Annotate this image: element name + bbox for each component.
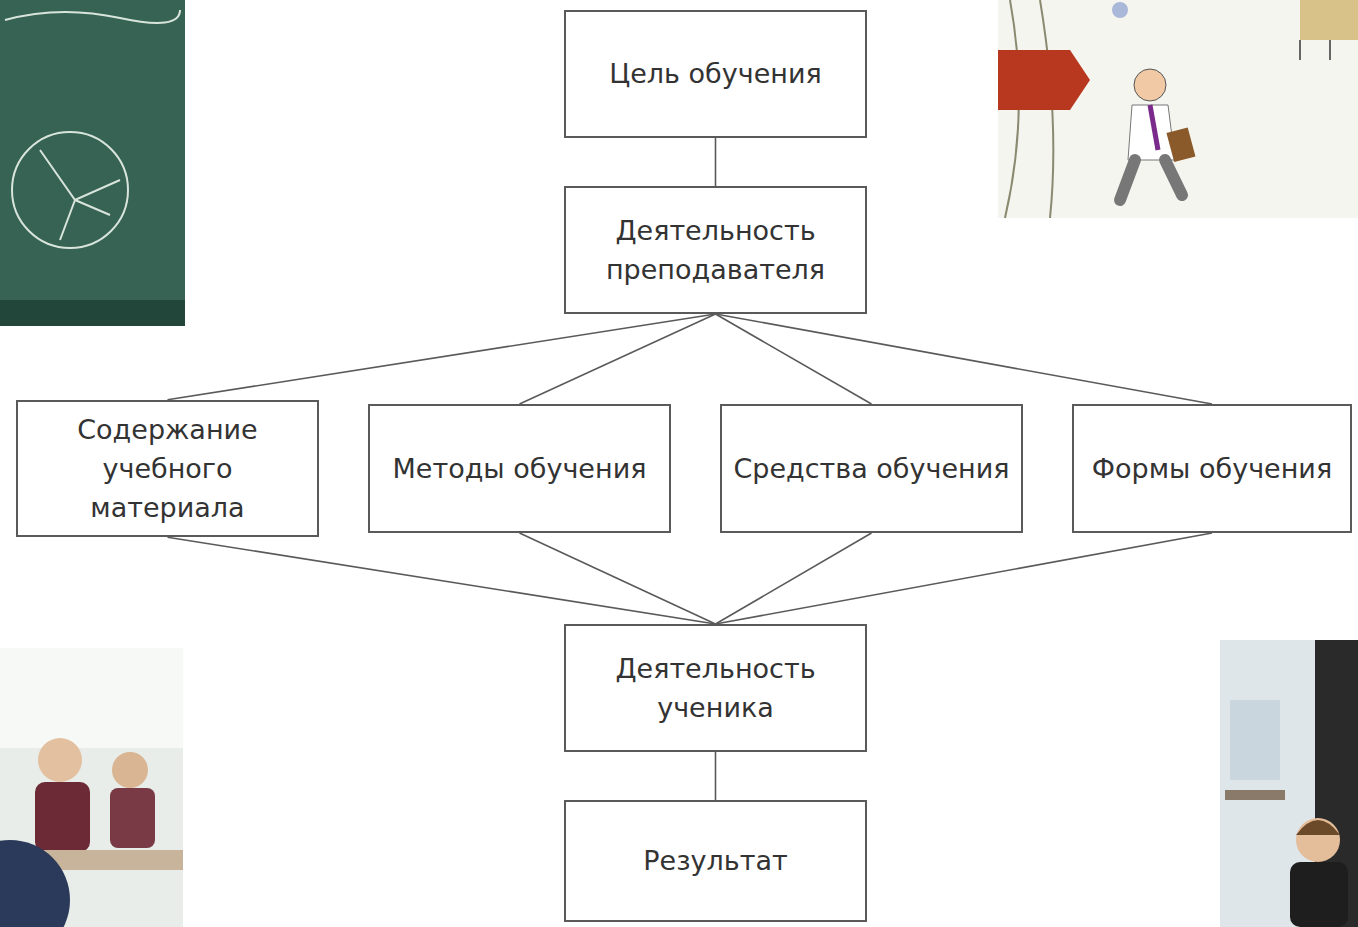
classroom-photo [0,648,183,927]
box-label: Деятельность ученика [576,649,855,727]
box-label: Методы обучения [393,449,647,488]
process-box: Деятельность ученика [564,624,867,752]
process-box: Формы обучения [1072,404,1352,533]
connector-line [715,138,717,186]
box-label: Деятельность преподавателя [576,211,855,289]
chalkboard-photo [0,0,185,326]
box-label: Средства обучения [733,449,1009,488]
process-box: Методы обучения [368,404,671,533]
connector-line [520,533,716,624]
process-box: Результат [564,800,867,922]
connector-line [168,314,716,400]
connector-line [716,314,1213,404]
box-label: Цель обучения [609,54,821,93]
pupil-photo [1220,640,1358,927]
box-label: Формы обучения [1092,449,1332,488]
process-box: Средства обучения [720,404,1023,533]
connector-line [520,314,716,404]
connector-line [716,533,1213,624]
box-label: Содержание учебного материала [28,410,307,527]
process-box: Содержание учебного материала [16,400,319,537]
process-box: Деятельность преподавателя [564,186,867,314]
teacher-illustration [998,0,1358,218]
box-label: Результат [643,841,787,880]
process-box: Цель обучения [564,10,867,138]
connector-line [715,752,717,800]
connector-line [168,537,716,624]
